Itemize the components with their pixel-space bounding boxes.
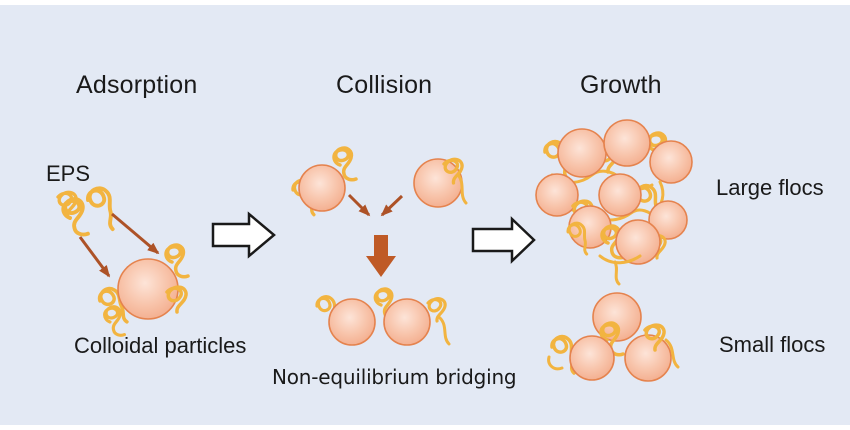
stage-title-collision: Collision	[336, 71, 433, 99]
bottom-margin-strip	[0, 425, 850, 430]
adsorption-arrow-right	[111, 212, 160, 255]
flow-arrow-1	[211, 211, 276, 259]
collision-arrow-right	[380, 194, 404, 217]
colloidal-particles-label: Colloidal particles	[74, 333, 247, 358]
eps-squiggle	[103, 305, 126, 337]
collision-arrow-left	[347, 193, 371, 217]
eps-squiggle-tail	[547, 355, 564, 371]
stage-title-growth: Growth	[580, 71, 662, 99]
colloidal-particle	[649, 140, 693, 184]
large-flocs-label: Large flocs	[716, 175, 824, 200]
bridging-arrow	[366, 235, 396, 277]
eps-squiggle-tail	[457, 174, 468, 205]
colloidal-particle	[535, 173, 579, 217]
small-floc-group	[547, 292, 680, 382]
bridging-label: Non-equilibrium bridging	[272, 365, 517, 389]
colloidal-particle	[624, 334, 672, 382]
adsorption-arrow-left	[78, 236, 111, 278]
eps-squiggle-tail	[438, 316, 451, 346]
eps-squiggle-tail	[664, 338, 680, 369]
colloidal-particle	[648, 200, 688, 240]
colloidal-particle	[603, 119, 651, 167]
colloidal-particle	[328, 298, 376, 346]
eps-squiggle	[426, 296, 447, 323]
collision-group	[291, 146, 468, 346]
eps-label: EPS	[46, 161, 91, 186]
adsorption-group	[56, 186, 190, 337]
colloidal-particle	[298, 164, 346, 212]
stage-title-adsorption: Adsorption	[76, 71, 198, 99]
top-margin-strip	[0, 0, 850, 5]
eps-web	[613, 260, 621, 286]
large-floc-group	[535, 119, 693, 286]
flow-arrow-2	[471, 216, 536, 264]
colloidal-particle	[383, 298, 431, 346]
eps-web	[598, 254, 642, 265]
colloidal-particle	[615, 219, 661, 265]
eps-squiggle-cluster	[56, 186, 115, 237]
colloidal-particle	[557, 128, 607, 178]
colloidal-particle	[569, 335, 615, 381]
small-flocs-label: Small flocs	[719, 332, 826, 357]
colloidal-particle	[592, 292, 642, 342]
colloidal-particle	[598, 173, 642, 217]
